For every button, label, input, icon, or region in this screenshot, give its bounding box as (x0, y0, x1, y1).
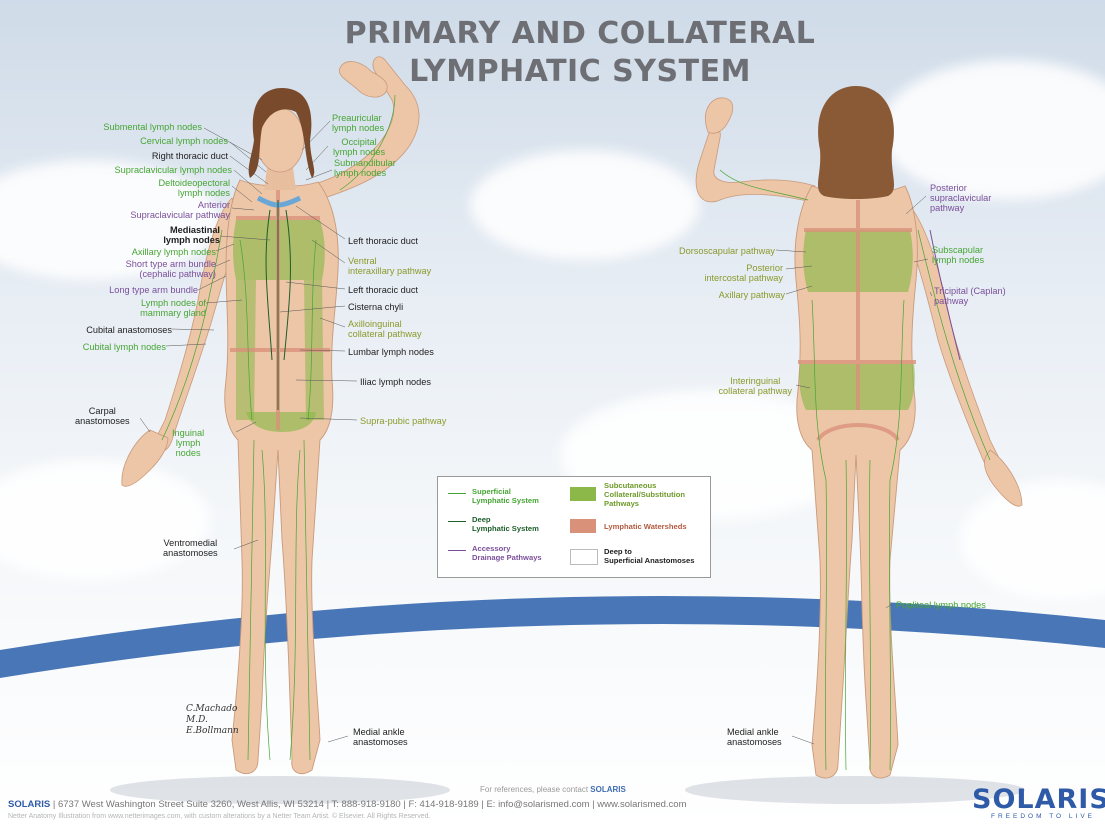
label-posterior-intercostal-pathway: Posterior intercostal pathway (704, 263, 783, 283)
label-axilloinguinal-collateral-pathway: Axilloinguinal collateral pathway (348, 319, 422, 339)
label-right-thoracic-duct: Right thoracic duct (152, 151, 228, 161)
footer-references-brand: SOLARIS (590, 785, 626, 794)
label-preauricular-lymph-nodes: Preauricular lymph nodes (332, 113, 384, 133)
back-raised-hand (705, 98, 732, 133)
legend-deep-label: Deep Lymphatic System (472, 515, 539, 533)
label-supraclavicular-lymph-nodes: Supraclavicular lymph nodes (115, 165, 232, 175)
label-posterior-supraclavicular-pathway: Posterior supraclavicular pathway (930, 183, 991, 213)
label-cubital-anastomoses: Cubital anastomoses (86, 325, 172, 335)
label-mediastinal-lymph-nodes: Mediastinal lymph nodes (163, 225, 220, 245)
artist-signature: C.Machado M.D. E.Bollmann (186, 704, 239, 737)
label-subscapular-lymph-nodes: Subscapular lymph nodes (932, 245, 984, 265)
label-axillary-lymph-nodes: Axillary lymph nodes (132, 247, 216, 257)
footer-references-text: For references, please contact (480, 785, 588, 794)
label-ventral-interaxillary-pathway: Ventral interaxillary pathway (348, 256, 431, 276)
label-lumbar-lymph-nodes: Lumbar lymph nodes (348, 347, 434, 357)
label-interinguinal-collateral-pathway: Interinguinal collateral pathway (718, 376, 792, 396)
label-deltoideopectoral-lymph-nodes: Deltoideopectoral lymph nodes (158, 178, 230, 198)
label-dorsoscapular-pathway: Dorsoscapular pathway (679, 246, 775, 256)
label-medial-ankle-anastomoses-back: Medial ankle anastomoses (727, 727, 782, 747)
footer-brand: SOLARIS (8, 799, 50, 810)
label-carpal-anastomoses: Carpal anastomoses (75, 406, 130, 426)
legend-subcutaneous-swatch (570, 487, 596, 501)
back-hanging-arm (905, 200, 1005, 473)
label-cervical-lymph-nodes: Cervical lymph nodes (140, 136, 228, 146)
legend: Superficial Lymphatic System Deep Lympha… (437, 476, 711, 578)
label-tricipital-caplan-pathway: Tricipital (Caplan) pathway (934, 286, 1006, 306)
label-long-type-arm-bundle: Long type arm bundle (109, 285, 198, 295)
back-raised-arm (696, 126, 815, 202)
label-anterior-supraclavicular-pathway: Anterior Supraclavicular pathway (130, 200, 230, 220)
label-medial-ankle-anastomoses-front: Medial ankle anastomoses (353, 727, 408, 747)
label-cubital-lymph-nodes: Cubital lymph nodes (83, 342, 166, 352)
legend-anastomoses-swatch (570, 549, 598, 565)
legend-accessory-line (448, 550, 466, 551)
label-popliteal-lymph-nodes: Popliteal lymph nodes (896, 600, 986, 610)
back-hair (818, 86, 894, 199)
label-lymph-nodes-of-mammary-gland: Lymph nodes of mammary gland (140, 298, 206, 318)
label-axillary-pathway: Axillary pathway (719, 290, 785, 300)
legend-accessory-label: Accessory Drainage Pathways (472, 544, 542, 562)
legend-superficial-line (448, 493, 466, 494)
label-short-type-arm-bundle: Short type arm bundle (cephalic pathway) (126, 259, 216, 279)
label-cisterna-chyli: Cisterna chyli (348, 302, 403, 312)
footer-contact-line: SOLARIS | 6737 West Washington Street Su… (8, 799, 687, 810)
label-submental-lymph-nodes: Submental lymph nodes (103, 122, 202, 132)
solaris-tagline: FREEDOM TO LIVE (991, 813, 1095, 820)
label-submandibular-lymph-nodes: Submandibular lymph nodes (334, 158, 396, 178)
footer-references: For references, please contact SOLARIS (480, 785, 626, 794)
label-ventromedial-anastomoses: Ventromedial anastomoses (163, 538, 218, 558)
legend-anastomoses-label: Deep to Superficial Anastomoses (604, 547, 694, 565)
label-iliac-lymph-nodes: Iliac lymph nodes (360, 377, 431, 387)
solaris-logo: SOLARIS (972, 784, 1105, 815)
front-hanging-hand (122, 430, 168, 486)
legend-watersheds-label: Lymphatic Watersheds (604, 522, 687, 531)
legend-watersheds-swatch (570, 519, 596, 533)
label-occipital-lymph-nodes: Occipital lymph nodes (333, 137, 385, 157)
label-left-thoracic-duct-lower: Left thoracic duct (348, 285, 418, 295)
footer-credit: Netter Anatomy Illustration from www.net… (8, 813, 430, 820)
label-supra-pubic-pathway: Supra-pubic pathway (360, 416, 446, 426)
footer-address: | 6737 West Washington Street Suite 3260… (53, 799, 687, 810)
label-inguinal-lymph-nodes: Inguinal lymph nodes (172, 428, 204, 458)
legend-deep-line (448, 521, 466, 522)
back-hanging-hand (984, 450, 1022, 506)
legend-subcutaneous-label: Subcutaneous Collateral/Substitution Pat… (604, 481, 685, 508)
label-left-thoracic-duct-upper: Left thoracic duct (348, 236, 418, 246)
legend-superficial-label: Superficial Lymphatic System (472, 487, 539, 505)
